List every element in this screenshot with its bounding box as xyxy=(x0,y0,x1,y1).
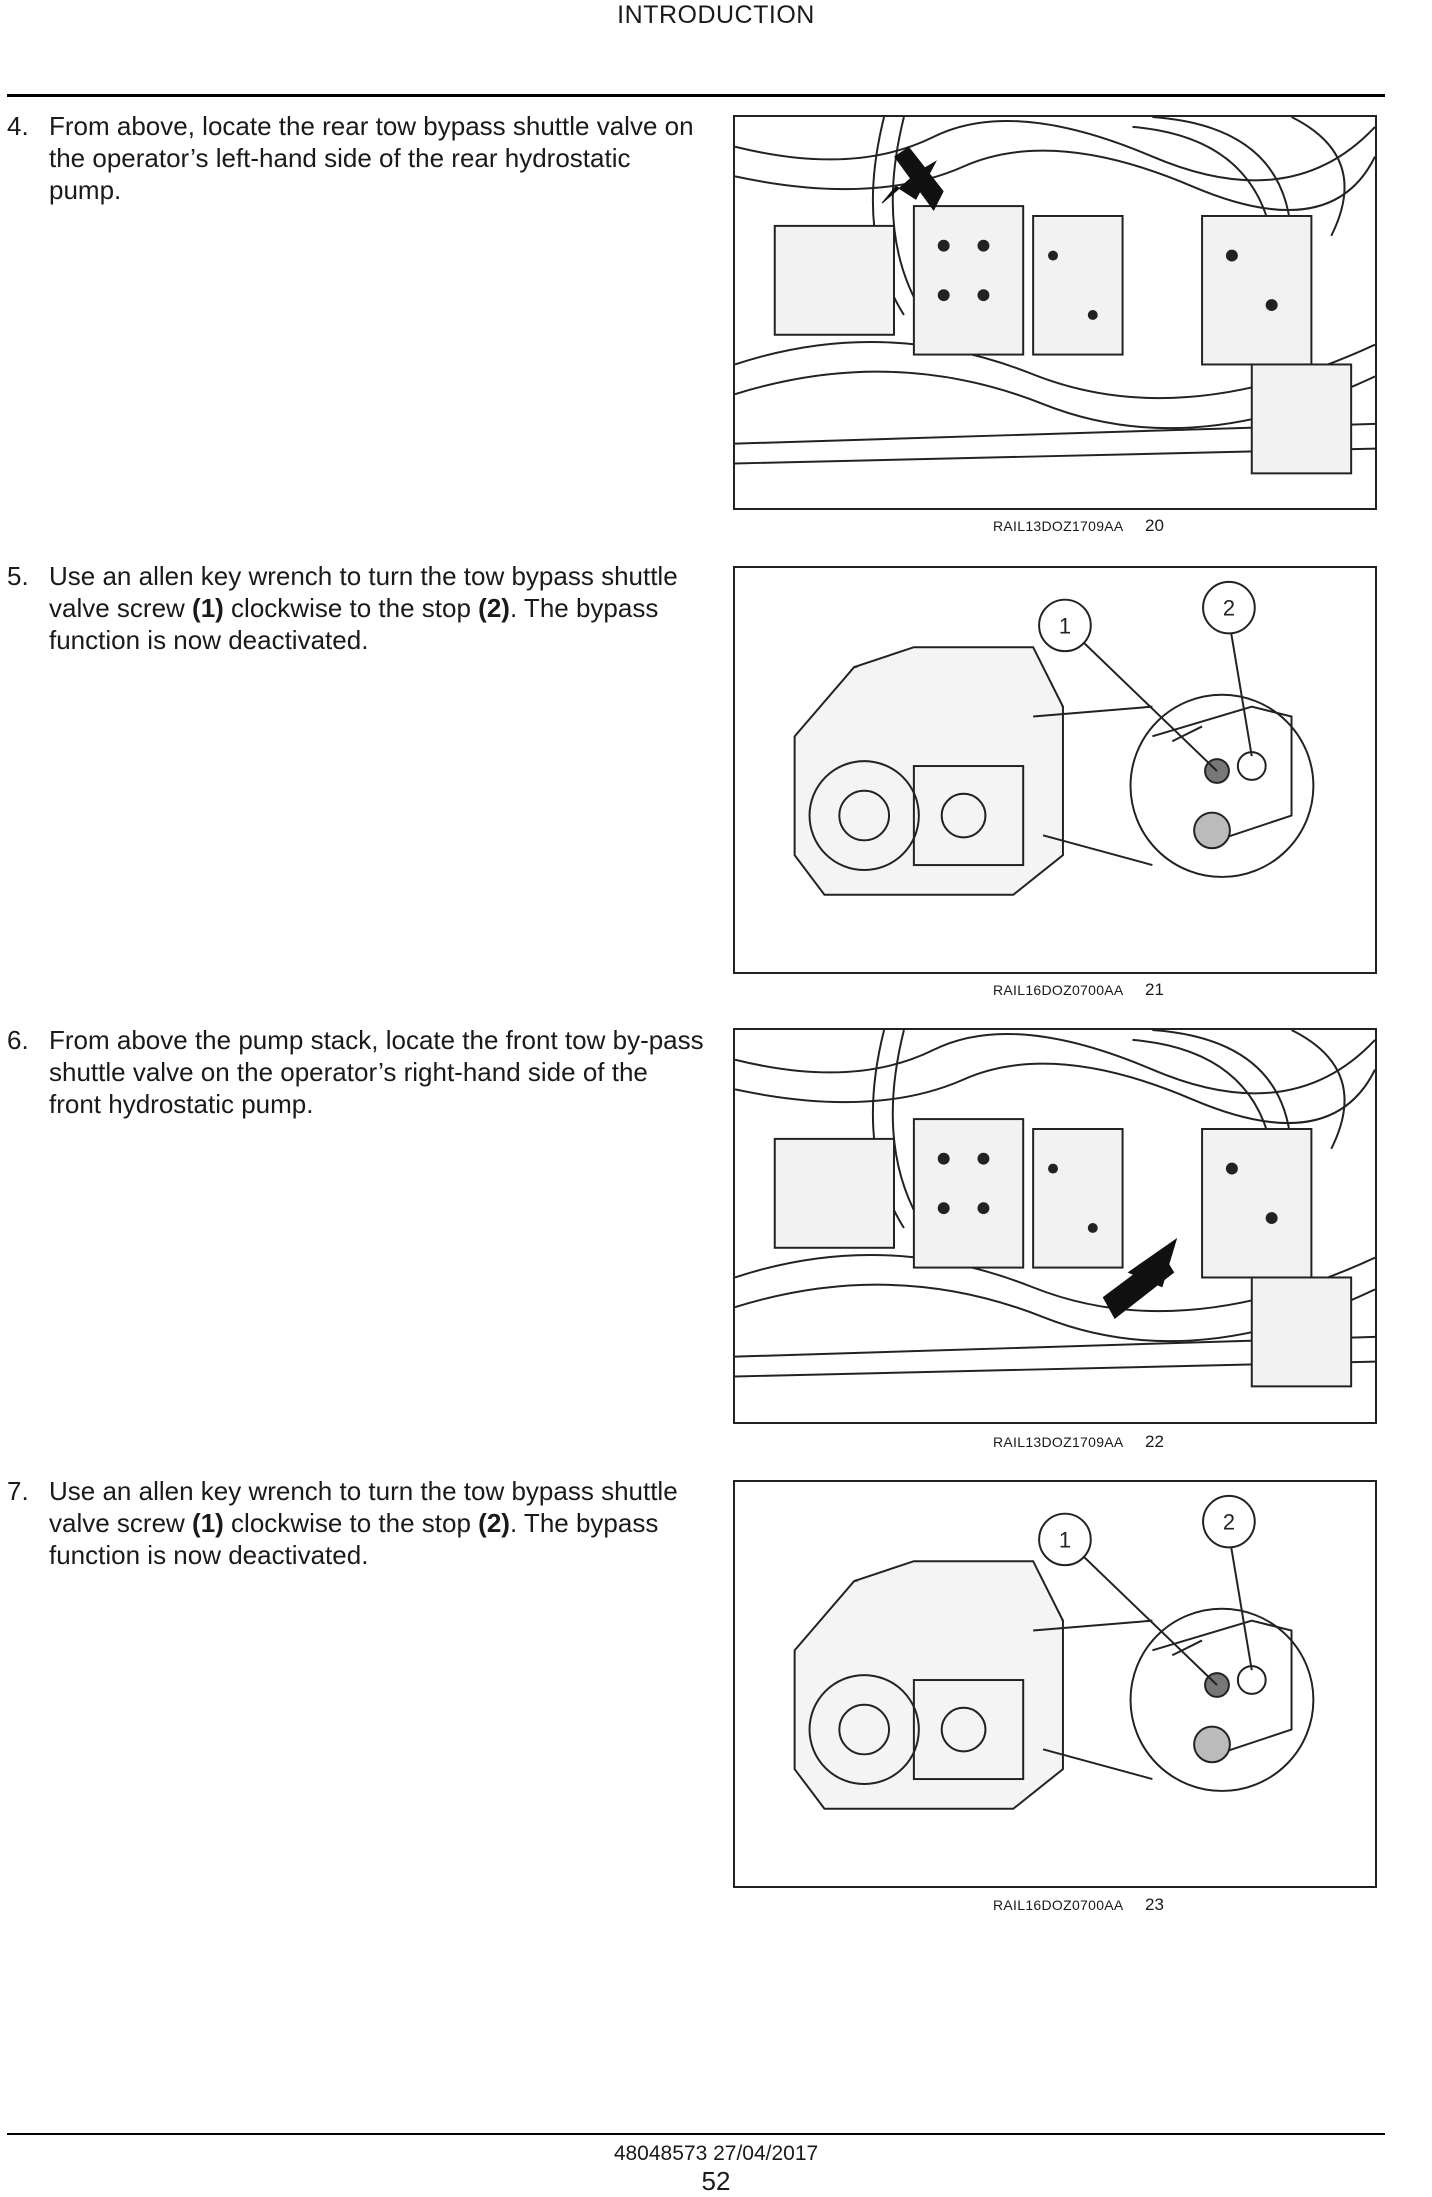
step-text: Use an allen key wrench to turn the tow … xyxy=(49,1475,707,1571)
figure-23-pump-valve-detail: 1 2 xyxy=(733,1480,1377,1888)
header-rule xyxy=(7,94,1385,97)
figure-22-pump-stack-photo xyxy=(733,1028,1377,1424)
step-text: From above, locate the rear tow bypass s… xyxy=(49,111,694,205)
footer-rule xyxy=(7,2133,1385,2135)
pump-valve-illustration: 1 2 xyxy=(793,580,1315,896)
figure-number: 20 xyxy=(1145,516,1164,535)
step-number: 4. xyxy=(7,111,29,141)
figure-ref-code: RAIL13DOZ1709AA xyxy=(993,1434,1124,1450)
callout-ref-2: (2) xyxy=(478,1508,510,1538)
pump-stack-illustration xyxy=(735,1030,1375,1388)
step-number: 6. xyxy=(7,1025,29,1055)
footer-doc-number: 48048573 27/04/2017 xyxy=(613,2142,819,2165)
figure-number: 21 xyxy=(1145,980,1164,999)
page-number: 52 xyxy=(701,2166,731,2196)
step-4: 4. From above, locate the rear tow bypas… xyxy=(7,110,707,206)
step-text-part: Use an allen key wrench to turn the tow … xyxy=(49,561,678,623)
callout-1-label: 1 xyxy=(1059,1527,1071,1552)
callout-2-label: 2 xyxy=(1223,596,1235,621)
figure-ref-code: RAIL13DOZ1709AA xyxy=(993,518,1124,534)
step-6: 6. From above the pump stack, locate the… xyxy=(7,1024,707,1120)
callout-ref-2: (2) xyxy=(478,593,510,623)
step-text: Use an allen key wrench to turn the tow … xyxy=(49,560,707,656)
step-number: 7. xyxy=(7,1476,29,1506)
figure-20-pump-stack-photo xyxy=(733,115,1377,510)
callout-ref-1: (1) xyxy=(192,593,224,623)
step-7: 7. Use an allen key wrench to turn the t… xyxy=(7,1475,707,1571)
step-text: From above the pump stack, locate the fr… xyxy=(49,1025,704,1119)
figure-21-pump-valve-detail: 1 2 xyxy=(733,566,1377,974)
figure-ref-code: RAIL16DOZ0700AA xyxy=(993,982,1124,998)
figure-number: 23 xyxy=(1145,1895,1164,1914)
step-text-part: . The bypass function is now deactivated… xyxy=(49,593,659,655)
step-5: 5. Use an allen key wrench to turn the t… xyxy=(7,560,707,656)
callout-2-label: 2 xyxy=(1223,1510,1235,1535)
pump-valve-illustration: 1 2 xyxy=(793,1494,1315,1810)
figure-number: 22 xyxy=(1145,1432,1164,1451)
step-text-part: clockwise to the stop xyxy=(223,593,479,623)
step-text-part: clockwise to the stop xyxy=(223,1508,479,1538)
callout-ref-1: (1) xyxy=(192,1508,224,1538)
step-number: 5. xyxy=(7,561,29,591)
page-header-title: INTRODUCTION xyxy=(617,1,815,29)
step-text-part: Use an allen key wrench to turn the tow … xyxy=(49,1476,678,1538)
figure-ref-code: RAIL16DOZ0700AA xyxy=(993,1897,1124,1913)
step-text-part: . The bypass function is now deactivated… xyxy=(49,1508,659,1570)
pump-stack-illustration xyxy=(735,117,1375,475)
callout-1-label: 1 xyxy=(1059,613,1071,638)
